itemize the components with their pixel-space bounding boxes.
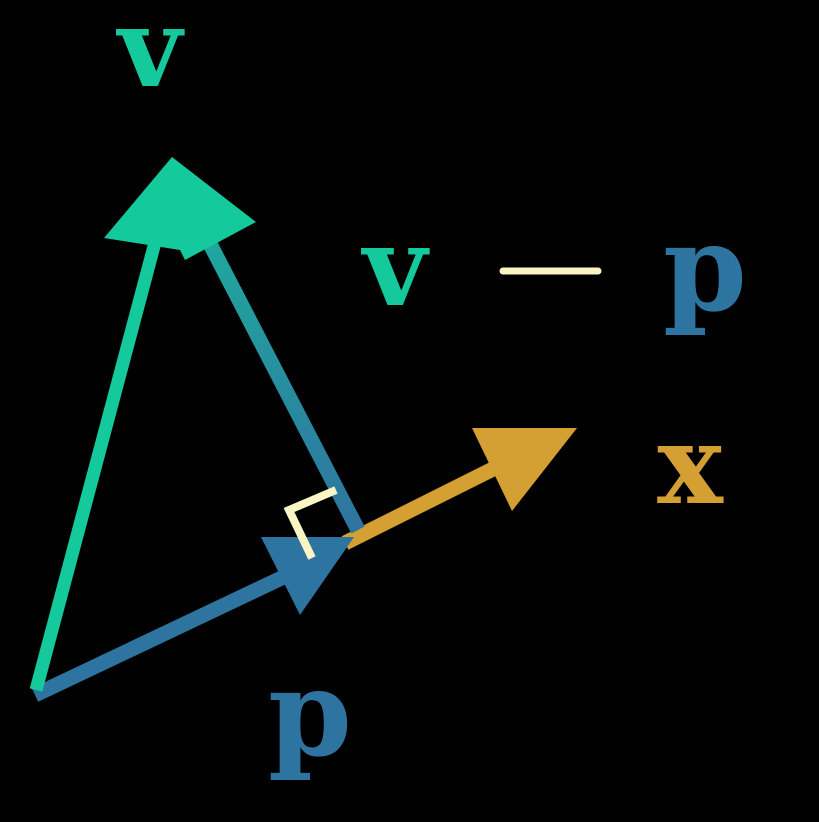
label-x: x <box>657 400 724 529</box>
x-vector-arrowhead <box>472 428 577 511</box>
v-minus-p-shaft <box>201 236 365 534</box>
v-vector-shaft <box>29 233 164 692</box>
p-vector-arrowhead <box>261 537 354 615</box>
label-p-expr: p <box>663 198 747 339</box>
v-vector-arrowhead <box>104 157 256 260</box>
p-vector-shaft <box>31 567 294 702</box>
x-vector-shaft <box>341 456 509 550</box>
right-angle-marker <box>283 486 338 560</box>
label-v-top: v <box>116 0 185 112</box>
label-v-expr: v <box>361 202 430 331</box>
label-p-bottom: p <box>268 643 352 784</box>
